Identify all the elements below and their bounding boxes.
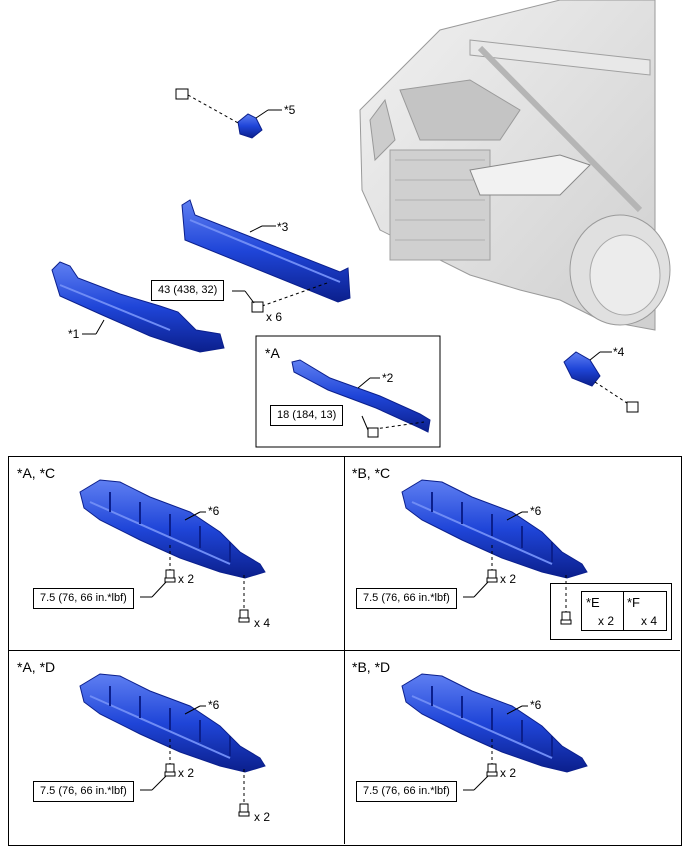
panel-2-qty-a: x 2: [500, 572, 517, 586]
torque-spec-2: 18 (184, 13): [270, 405, 344, 426]
bolt-icon: [251, 301, 264, 313]
panel-3-qty-a: x 2: [178, 766, 195, 780]
panel-3-title: *A, *D: [17, 659, 56, 675]
label-part-1: *1: [68, 327, 80, 341]
panel-1-title: *A, *C: [17, 465, 56, 481]
panel-2-part-label: *6: [530, 504, 542, 518]
panel-4-title: *B, *D: [352, 659, 391, 675]
inset-a-box: [255, 335, 441, 448]
variant-e-head: *E: [586, 595, 600, 610]
panels-frame: [8, 456, 682, 846]
panel-4-torque: 7.5 (76, 66 in.*lbf): [356, 781, 457, 802]
torque-spec-3: 43 (438, 32): [151, 280, 225, 301]
panel-2-torque: 7.5 (76, 66 in.*lbf): [356, 588, 457, 609]
bolt-icon: [626, 401, 639, 413]
panel-3-torque: 7.5 (76, 66 in.*lbf): [33, 781, 134, 802]
part-2-bar: [291, 359, 431, 438]
bolt-icon: [367, 427, 379, 438]
panel-1-qty-a: x 2: [178, 572, 195, 586]
part-4-bracket: [563, 351, 639, 413]
bolt-icon: [175, 88, 189, 100]
panel-4-qty-a: x 2: [500, 766, 517, 780]
vehicle-front-illustration: [359, 0, 671, 331]
top-illustration: [51, 0, 671, 448]
panel-3-part-label: *6: [208, 698, 220, 712]
panel-4-part-label: *6: [530, 698, 542, 712]
panel-divider-h: [8, 650, 680, 651]
variant-f-qty: x 4: [641, 614, 658, 628]
variant-e-qty: x 2: [598, 614, 615, 628]
part-1-absorber: [51, 261, 225, 353]
label-part-5: *5: [284, 103, 296, 117]
part-5-bracket: [175, 88, 282, 139]
panel-2-title: *B, *C: [352, 465, 391, 481]
panel-1-torque: 7.5 (76, 66 in.*lbf): [33, 588, 134, 609]
panel-3-qty-b: x 2: [254, 810, 271, 824]
panel-2-variant-box: *E x 2 *F x 4: [550, 583, 672, 640]
panel-1-part-label: *6: [208, 504, 220, 518]
label-part-3: *3: [277, 220, 289, 234]
label-part-4: *4: [613, 345, 625, 359]
qty-3: x 6: [266, 310, 283, 324]
panel-1-qty-b: x 4: [254, 616, 271, 630]
part-3-reinforcement: [181, 199, 351, 313]
label-part-2: *2: [382, 371, 394, 385]
variant-table: *E x 2 *F x 4: [581, 591, 667, 631]
inset-title: *A: [265, 345, 280, 361]
variant-f-head: *F: [627, 595, 640, 610]
